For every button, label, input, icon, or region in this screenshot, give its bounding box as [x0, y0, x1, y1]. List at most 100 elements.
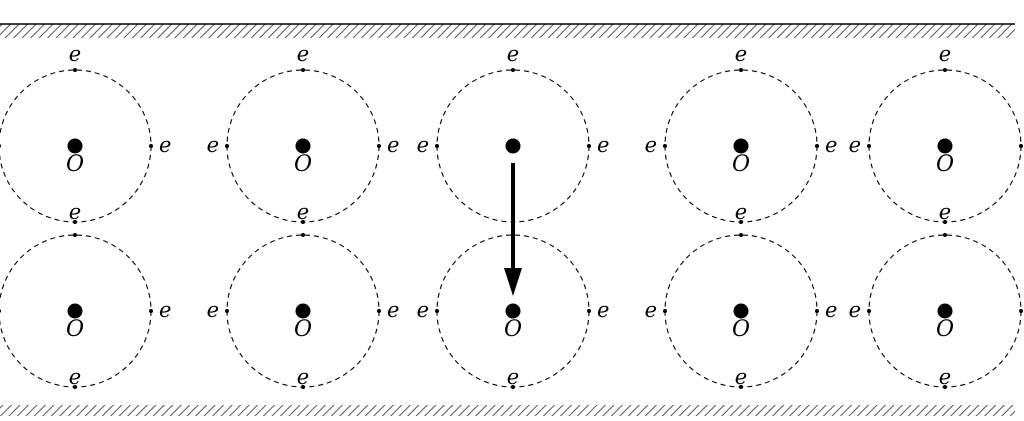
electron-dot [739, 68, 743, 72]
electron-label-right: e [597, 298, 609, 322]
electron-label-bottom: e [939, 365, 951, 389]
electron-label-top: e [507, 42, 519, 66]
atom-r0-c4: Oe e e [849, 42, 1023, 224]
electron-dot [435, 309, 439, 313]
nucleus-label: O [66, 152, 84, 177]
electron-dot [663, 309, 667, 313]
electron-dot [0, 309, 1, 313]
electron-dot [301, 385, 305, 389]
electron-label-bottom: e [297, 365, 309, 389]
electron-label-right: e [825, 133, 837, 157]
electron-label-right: e [387, 298, 399, 322]
electron-dot [73, 68, 77, 72]
electron-label-left: e [417, 298, 429, 322]
electron-dot [73, 220, 77, 224]
electron-label-top: e [69, 42, 81, 66]
nucleus [937, 303, 953, 319]
electron-label-left: e [849, 133, 861, 157]
nucleus [733, 303, 749, 319]
atom-grid: OeeeeOeeeeeeeOeeeeOeeeOeeeOeeeOeeeOeeeOe… [0, 42, 1023, 389]
nucleus-label: O [294, 317, 312, 342]
electron-label-bottom: e [939, 200, 951, 224]
electron-label-right: e [825, 298, 837, 322]
nucleus [67, 138, 83, 154]
nucleus [295, 303, 311, 319]
bottom-wall-hatch [0, 405, 1015, 416]
nucleus [505, 138, 521, 154]
nucleus-label: O [732, 152, 750, 177]
electron-dot [149, 144, 153, 148]
electron-dot [301, 68, 305, 72]
nucleus [733, 138, 749, 154]
nucleus-label: O [732, 317, 750, 342]
electron-label-right: e [597, 133, 609, 157]
electron-label-bottom: e [735, 200, 747, 224]
electron-dot [739, 385, 743, 389]
electron-dot [301, 220, 305, 224]
top-wall-hatch [0, 24, 1015, 38]
electron-dot [225, 144, 229, 148]
electron-label-bottom: e [69, 200, 81, 224]
nucleus [67, 303, 83, 319]
electron-label-bottom: e [297, 200, 309, 224]
electron-dot [1019, 309, 1023, 313]
nucleus [295, 138, 311, 154]
electron-dot [0, 144, 1, 148]
transition-arrow [504, 163, 522, 296]
electron-dot [73, 233, 77, 237]
nucleus-label: O [294, 152, 312, 177]
nucleus-label: O [936, 152, 954, 177]
electron-dot [377, 144, 381, 148]
electron-dot [739, 220, 743, 224]
atom-r1-c3: Oe e e [645, 233, 837, 389]
electron-label-left: e [645, 298, 657, 322]
electron-label-top: e [735, 42, 747, 66]
electron-dot [943, 220, 947, 224]
electron-label-left: e [417, 133, 429, 157]
electron-dot [943, 385, 947, 389]
electron-label-left: e [645, 133, 657, 157]
electron-label-bottom: e [507, 365, 519, 389]
electron-dot [1019, 144, 1023, 148]
electron-label-left: e [207, 298, 219, 322]
nucleus [937, 138, 953, 154]
electron-dot [377, 309, 381, 313]
electron-label-right: e [159, 133, 171, 157]
electron-dot [867, 144, 871, 148]
electron-dot [301, 233, 305, 237]
electron-dot [511, 385, 515, 389]
electron-label-top: e [297, 42, 309, 66]
electron-label-right: e [159, 298, 171, 322]
electron-dot [943, 233, 947, 237]
electron-dot [587, 309, 591, 313]
atom-r0-c3: Oe e e e [645, 42, 837, 224]
electron-dot [225, 309, 229, 313]
electron-dot [149, 309, 153, 313]
electron-dot [511, 68, 515, 72]
electron-label-bottom: e [735, 365, 747, 389]
electron-dot [815, 144, 819, 148]
nucleus-label: O [936, 317, 954, 342]
electron-label-right: e [387, 133, 399, 157]
electron-dot [663, 144, 667, 148]
electron-dot [739, 233, 743, 237]
electron-dot [815, 309, 819, 313]
electron-dot [943, 68, 947, 72]
electron-dot [435, 144, 439, 148]
electron-dot [867, 309, 871, 313]
electron-label-bottom: e [69, 365, 81, 389]
atom-r1-c1: Oe e e [207, 233, 399, 389]
atom-r1-c4: Oe e [849, 233, 1023, 389]
electron-dot [587, 144, 591, 148]
electron-label-left: e [849, 298, 861, 322]
electron-dot [73, 385, 77, 389]
electron-label-top: e [939, 42, 951, 66]
nucleus [505, 303, 521, 319]
arrow-head [504, 268, 522, 296]
